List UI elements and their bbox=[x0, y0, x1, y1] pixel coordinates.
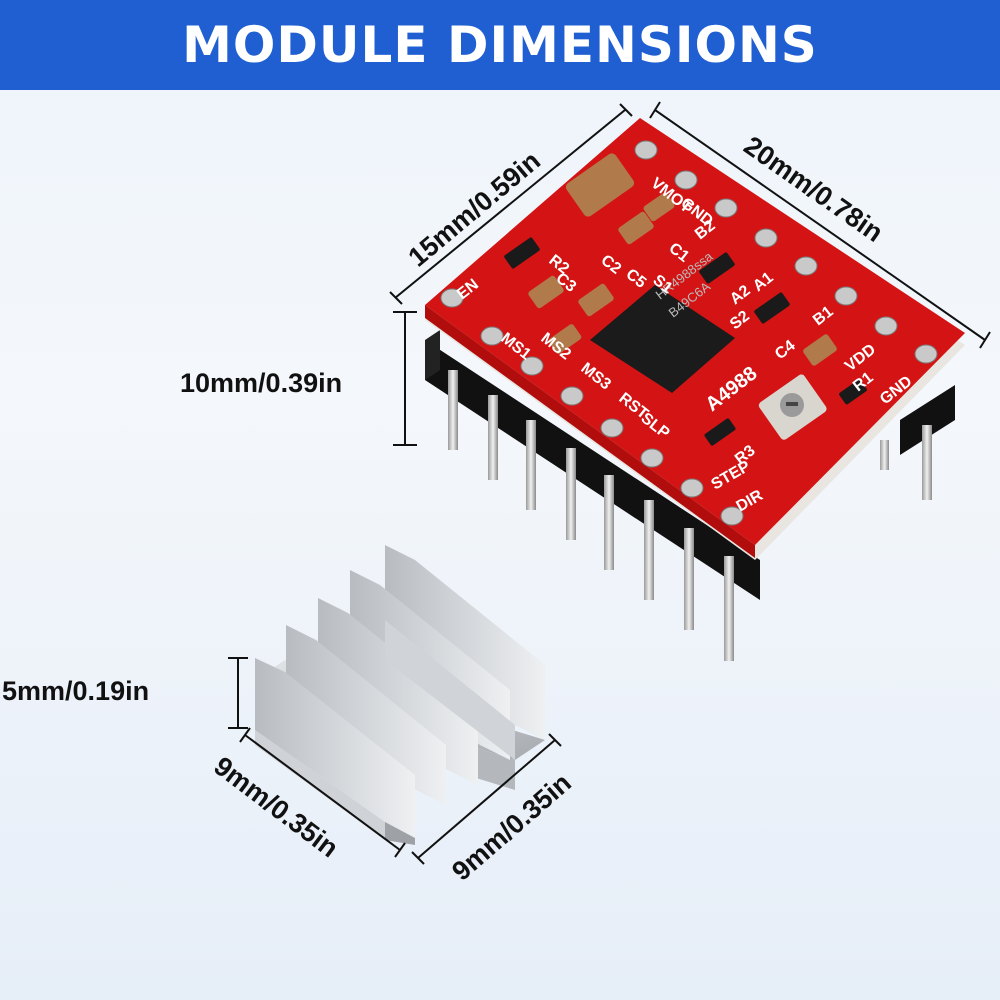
smd-components bbox=[504, 153, 867, 446]
pin-header-right bbox=[900, 385, 955, 455]
dim-heatsink-height: 5mm/0.19in bbox=[2, 657, 248, 729]
page-title: MODULE DIMENSIONS bbox=[182, 16, 818, 74]
dim-board-height: 10mm/0.39in bbox=[180, 311, 417, 446]
solder-pads bbox=[440, 140, 938, 526]
dim-label-heatsink-height: 5mm/0.19in bbox=[2, 676, 149, 706]
heatsink bbox=[255, 545, 545, 845]
dim-label-board-height: 10mm/0.39in bbox=[180, 368, 342, 398]
header-banner: MODULE DIMENSIONS bbox=[0, 0, 1000, 90]
header-pins bbox=[448, 370, 932, 661]
pin-header-left bbox=[425, 330, 760, 600]
potentiometer bbox=[758, 374, 827, 440]
